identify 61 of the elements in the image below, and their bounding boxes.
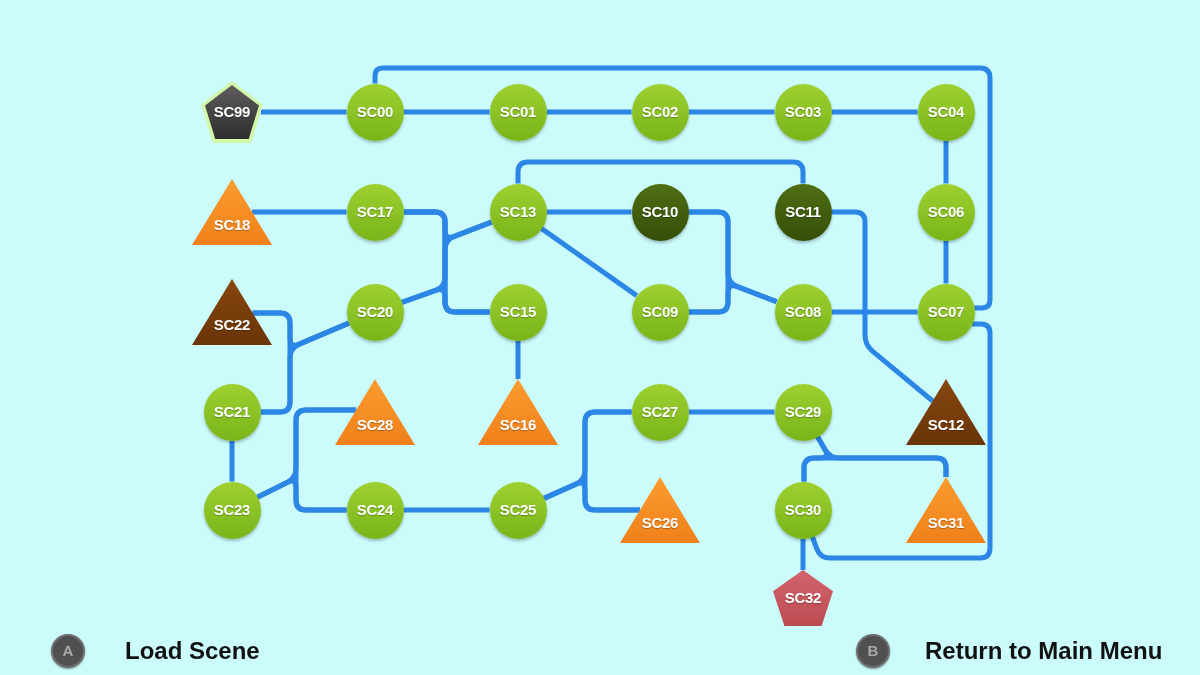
scene-label: SC99: [213, 103, 251, 121]
connector-line: [943, 240, 949, 284]
scene-label: SC06: [927, 203, 965, 221]
scene-label: SC10: [641, 203, 679, 221]
scene-label: SC24: [356, 501, 394, 519]
scene-label: SC03: [784, 103, 822, 121]
connector-line: [256, 478, 347, 513]
connector-line: [800, 538, 806, 570]
scene-label: SC32: [784, 589, 822, 607]
connector-line: [943, 140, 949, 184]
connector-line: [688, 109, 775, 115]
hint-text: Load Scene: [125, 637, 260, 665]
scene-label: SC26: [641, 514, 679, 532]
connector-line: [260, 109, 347, 115]
connector-line: [688, 409, 775, 415]
connector-line: [403, 507, 490, 513]
scene-label: SC23: [213, 501, 251, 519]
hint-text: Return to Main Menu: [925, 637, 1163, 665]
controller-button-glyph: A: [51, 634, 85, 668]
connector-line: [815, 435, 949, 477]
connector-line: [252, 209, 347, 215]
scene-label: SC28: [356, 416, 394, 434]
scene-label: SC13: [499, 203, 537, 221]
connector-line: [400, 287, 490, 315]
scene-label: SC02: [641, 103, 679, 121]
connector-line: [515, 159, 806, 184]
connector-line: [539, 226, 639, 298]
scene-label: SC17: [356, 203, 394, 221]
connector-line: [403, 109, 490, 115]
scene-label: SC04: [927, 103, 965, 121]
scene-label: SC25: [499, 501, 537, 519]
connector-line: [831, 209, 935, 403]
controller-button-glyph: B: [856, 634, 890, 668]
connector-line: [515, 340, 521, 379]
scene-label: SC01: [499, 103, 537, 121]
scene-label: SC00: [356, 103, 394, 121]
connector-line: [546, 209, 632, 215]
scene-label: SC16: [499, 416, 537, 434]
scene-label: SC11: [785, 203, 821, 221]
scene-label: SC07: [927, 303, 965, 321]
scene-label: SC15: [499, 303, 537, 321]
scene-label: SC22: [213, 316, 251, 334]
scene-label: SC18: [213, 216, 251, 234]
connector-line: [831, 309, 918, 315]
connector-line: [546, 109, 632, 115]
scene-label: SC09: [641, 303, 679, 321]
scene-label: SC20: [356, 303, 394, 321]
connector-line: [260, 320, 350, 415]
scene-label: SC31: [927, 514, 965, 532]
connector-line: [542, 480, 640, 513]
scene-label: SC12: [927, 416, 965, 434]
scene-label: SC08: [784, 303, 822, 321]
scene-label: SC27: [641, 403, 679, 421]
connector-line: [372, 65, 993, 311]
connector-line: [229, 440, 235, 482]
scene-label: SC30: [784, 501, 822, 519]
connector-line: [810, 321, 993, 561]
scene-label: SC21: [213, 403, 251, 421]
connector-line: [688, 283, 778, 315]
scene-label: SC29: [784, 403, 822, 421]
connector-line: [831, 109, 918, 115]
